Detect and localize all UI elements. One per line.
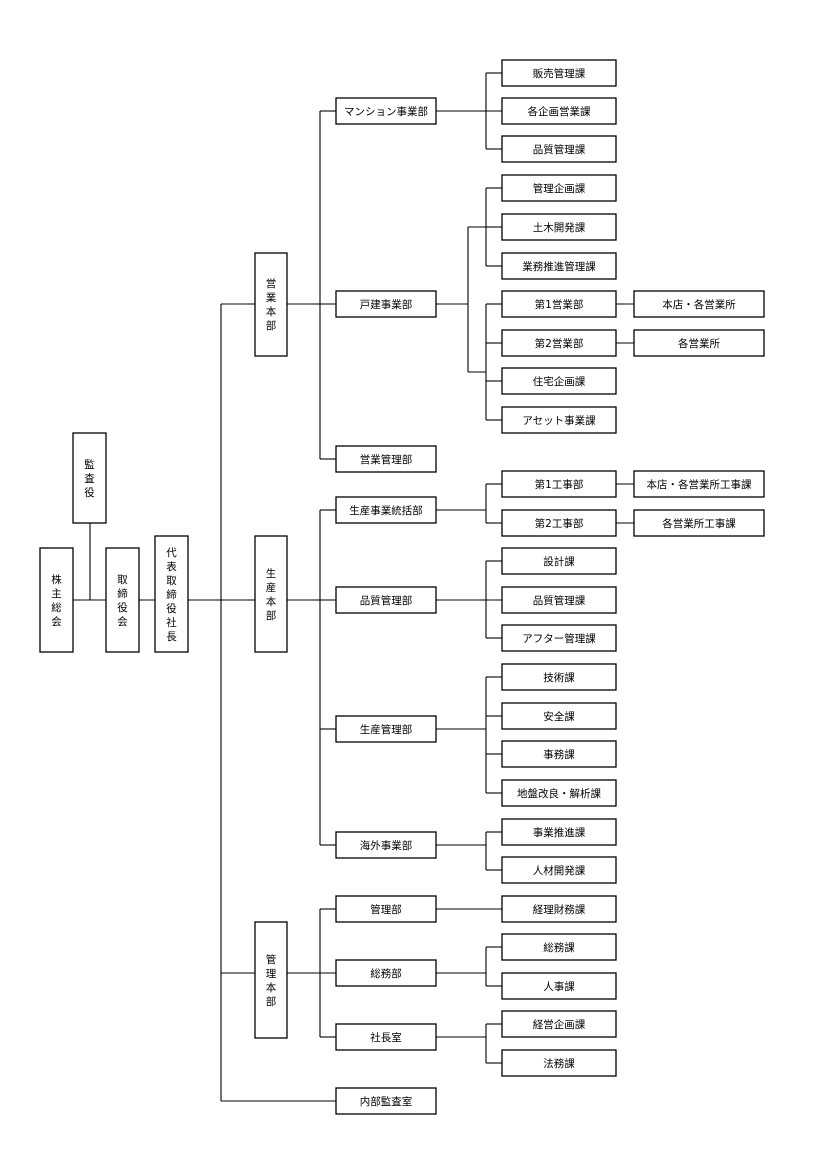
node-dept-internal-audit: 内部監査室 <box>335 1087 437 1115</box>
node-shareholders: 株主総会 <box>39 547 74 653</box>
node-label: 株主総会 <box>51 573 62 628</box>
node-label: 安全課 <box>543 710 575 723</box>
node-label: 法務課 <box>543 1057 575 1070</box>
node-label: 営業本部 <box>266 277 277 332</box>
node-label: 事業推進課 <box>533 826 586 839</box>
node-label: 内部監査室 <box>360 1095 413 1108</box>
node-section-sales1: 第1営業部 <box>501 290 617 318</box>
node-office: 本店・各営業所 <box>633 290 765 318</box>
node-dept-house: 戸建事業部 <box>335 290 437 318</box>
node-section: 経理財務課 <box>501 895 617 923</box>
node-dept-presidents-office: 社長室 <box>335 1023 437 1051</box>
node-auditor: 監査役 <box>72 432 107 524</box>
node-label: 各営業所工事課 <box>662 517 736 530</box>
node-label: 総務課 <box>543 941 575 954</box>
node-label: 総務部 <box>370 967 402 980</box>
node-label: 住宅企画課 <box>533 375 586 388</box>
node-section: アフター管理課 <box>501 624 617 652</box>
node-label: 品質管理部 <box>360 594 413 607</box>
node-office: 各営業所工事課 <box>633 509 765 537</box>
node-label: 各営業所 <box>678 337 720 350</box>
node-dept-general-affairs: 総務部 <box>335 959 437 987</box>
node-label: 品質管理課 <box>533 143 586 156</box>
node-section: アセット事業課 <box>501 406 617 434</box>
node-label: 社長室 <box>370 1031 402 1044</box>
node-label: 監査役 <box>84 458 95 499</box>
node-label: 技術課 <box>543 671 575 684</box>
node-label: 第2営業部 <box>535 337 584 350</box>
node-section: 業務推進管理課 <box>501 252 617 280</box>
node-board: 取締役会 <box>105 547 140 653</box>
node-section: 販売管理課 <box>501 59 617 87</box>
node-section: 法務課 <box>501 1049 617 1077</box>
node-section: 品質管理課 <box>501 586 617 614</box>
node-section: 安全課 <box>501 702 617 730</box>
node-section: 土木開発課 <box>501 213 617 241</box>
node-label: 第1工事部 <box>535 478 584 491</box>
node-label: 人事課 <box>543 980 575 993</box>
node-section: 品質管理課 <box>501 135 617 163</box>
node-label: 海外事業部 <box>360 839 413 852</box>
node-section: 各企画営業課 <box>501 97 617 125</box>
node-section: 事務課 <box>501 740 617 768</box>
node-section: 人事課 <box>501 972 617 1000</box>
node-label: 営業管理部 <box>360 453 413 466</box>
node-section: 事業推進課 <box>501 818 617 846</box>
node-label: 事務課 <box>543 748 575 761</box>
node-label: 管理部 <box>370 903 402 916</box>
node-dept-mansion: マンション事業部 <box>335 97 437 125</box>
node-label: 管理本部 <box>266 953 277 1008</box>
node-section: 経営企画課 <box>501 1010 617 1038</box>
node-production-hq: 生産本部 <box>254 535 288 653</box>
node-label: 生産本部 <box>266 567 277 622</box>
node-dept-quality: 品質管理部 <box>335 586 437 614</box>
node-dept-coordination: 生産事業統括部 <box>335 496 437 524</box>
node-label: アフター管理課 <box>522 632 596 645</box>
node-label: 品質管理課 <box>533 594 586 607</box>
node-label: 本店・各営業所工事課 <box>647 478 752 491</box>
node-label: 第2工事部 <box>535 517 584 530</box>
node-president: 代表取締役社長 <box>154 535 189 653</box>
node-dept-overseas: 海外事業部 <box>335 831 437 859</box>
node-label: 本店・各営業所 <box>662 298 736 311</box>
node-label: 生産事業統括部 <box>349 504 423 517</box>
node-label: 経理財務課 <box>533 903 586 916</box>
node-section-works1: 第1工事部 <box>501 470 617 498</box>
node-label: 各企画営業課 <box>528 105 591 118</box>
node-label: 設計課 <box>543 555 575 568</box>
node-section: 住宅企画課 <box>501 367 617 395</box>
node-dept-management: 管理部 <box>335 895 437 923</box>
node-label: マンション事業部 <box>344 105 428 118</box>
node-label: 管理企画課 <box>533 182 586 195</box>
node-label: 生産管理部 <box>360 723 413 736</box>
node-label: 経営企画課 <box>533 1018 586 1031</box>
node-section-sales2: 第2営業部 <box>501 329 617 357</box>
node-label: 第1営業部 <box>535 298 584 311</box>
node-office: 本店・各営業所工事課 <box>633 470 765 498</box>
node-section: 設計課 <box>501 547 617 575</box>
node-label: アセット事業課 <box>522 414 596 427</box>
node-label: 代表取締役社長 <box>166 547 177 643</box>
node-section: 地盤改良・解析課 <box>501 779 617 807</box>
node-label: 土木開発課 <box>533 221 586 234</box>
node-label: 戸建事業部 <box>360 298 413 311</box>
node-dept-production-mgmt: 生産管理部 <box>335 715 437 743</box>
node-section: 人材開発課 <box>501 856 617 884</box>
connectors <box>73 72 634 1102</box>
node-admin-hq: 管理本部 <box>254 921 288 1039</box>
node-office: 各営業所 <box>633 329 765 357</box>
node-section: 技術課 <box>501 663 617 691</box>
node-section: 管理企画課 <box>501 174 617 202</box>
node-label: 取締役会 <box>117 574 128 628</box>
node-label: 地盤改良・解析課 <box>517 787 601 800</box>
node-dept-sales-mgmt: 営業管理部 <box>335 445 437 473</box>
node-section-works2: 第2工事部 <box>501 509 617 537</box>
node-label: 販売管理課 <box>533 67 586 80</box>
node-label: 業務推進管理課 <box>522 260 596 273</box>
node-label: 人材開発課 <box>533 864 586 877</box>
node-sales-hq: 営業本部 <box>254 252 288 357</box>
node-section: 総務課 <box>501 933 617 961</box>
